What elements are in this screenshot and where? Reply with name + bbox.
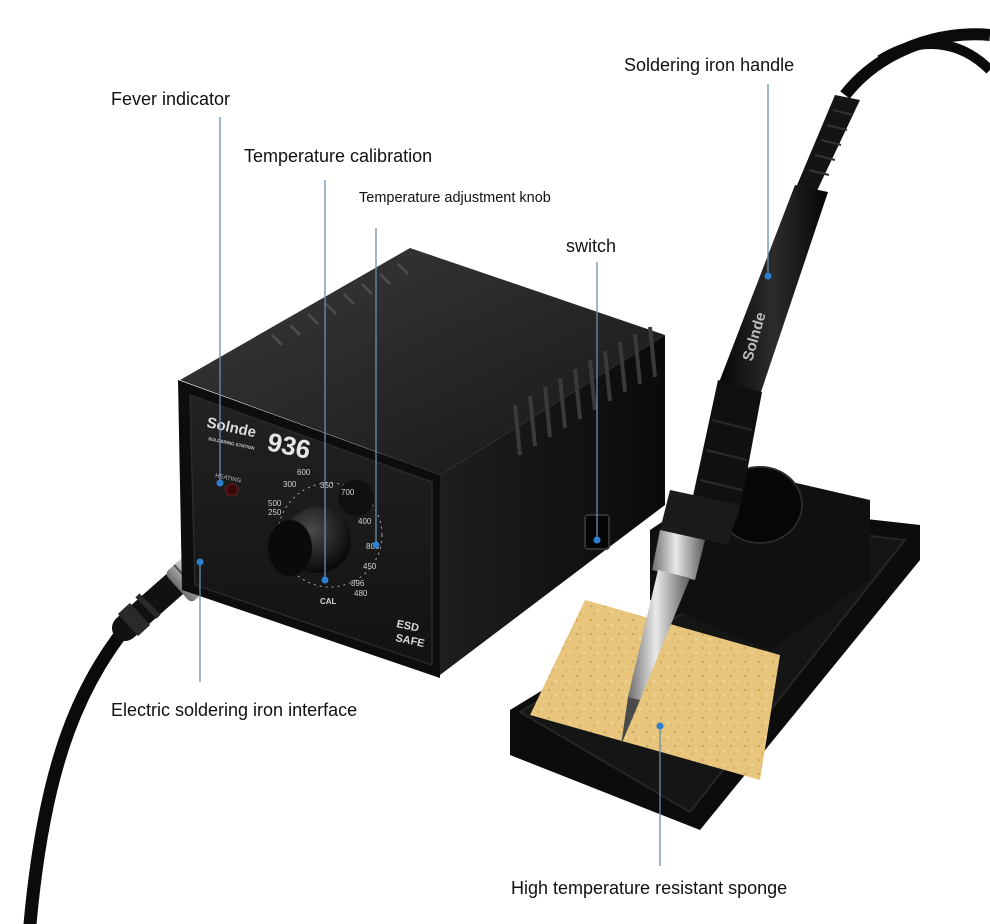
callout-dot <box>372 541 380 549</box>
callout-dot <box>216 479 224 487</box>
label-fever-indicator: Fever indicator <box>111 89 231 109</box>
handle-grip-strain <box>795 95 860 195</box>
cal-label: CAL <box>320 597 337 606</box>
label-switch: switch <box>566 236 617 256</box>
power-cable <box>23 603 147 924</box>
iron-grip <box>690 380 762 520</box>
iron-cord-2 <box>877 39 990 74</box>
dial-mark: 700 <box>341 488 355 497</box>
label-temperature-calibration: Temperature calibration <box>244 146 433 166</box>
cleaning-sponge <box>530 600 780 780</box>
esd-line-1: ESD <box>395 618 420 634</box>
label-electric-soldering-iron-interface: Electric soldering iron interface <box>111 700 358 720</box>
station-top-face <box>180 248 665 475</box>
dial-mark: 600 <box>297 468 311 477</box>
iron-tip <box>621 697 640 745</box>
callout-dot <box>321 576 329 584</box>
dial-mark: 400 <box>358 517 372 526</box>
knob-cap-right <box>338 480 374 516</box>
callout-dot <box>656 722 664 730</box>
connector-rings <box>117 593 161 637</box>
iron-barrel <box>628 570 690 700</box>
iron-handle <box>718 185 828 395</box>
callout-dot <box>593 536 601 544</box>
grip-collar <box>660 490 740 545</box>
iron-nut <box>652 530 705 580</box>
dial-mark: 896 <box>351 579 365 588</box>
heating-label: HEATING <box>215 473 242 484</box>
dial-mark: 450 <box>363 562 377 571</box>
callout-lines <box>199 84 769 866</box>
strain-rings <box>808 109 854 176</box>
label-temperature-adjustment-knob: Temperature adjustment knob <box>359 190 551 206</box>
knob-shaft <box>268 520 312 576</box>
callout-dots <box>196 272 772 730</box>
label-high-temperature-resistant-sponge: High temperature resistant sponge <box>511 878 788 898</box>
dial-mark: 300 <box>283 480 297 489</box>
dial-mark: 500 <box>268 499 282 508</box>
esd-line-2: SAFE <box>394 632 425 650</box>
heating-led <box>225 483 239 497</box>
callout-dot <box>196 558 204 566</box>
grip-ridges <box>699 419 753 491</box>
dial-mark: 350 <box>320 481 334 490</box>
station-side-face <box>440 335 665 675</box>
label-soldering-iron-handle: Soldering iron handle <box>624 55 795 75</box>
dial-mark: 250 <box>268 508 282 517</box>
callout-dot <box>764 272 772 280</box>
cooling-fins <box>270 262 410 347</box>
dial-mark: 480 <box>354 589 368 598</box>
side-vents <box>513 326 657 456</box>
